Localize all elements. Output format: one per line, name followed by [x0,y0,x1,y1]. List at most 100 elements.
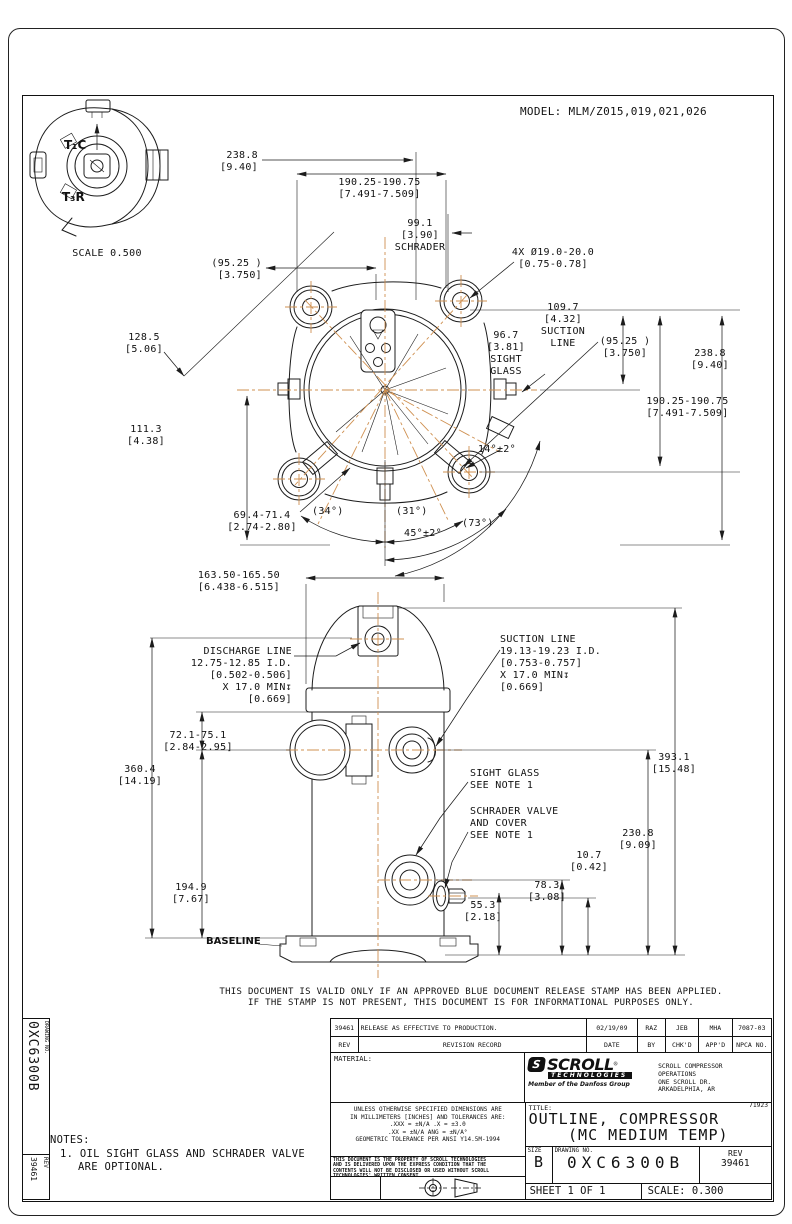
scale-label: SCALE: 0.300 [647,1185,724,1197]
center-spokes [335,333,449,456]
dim-2308: 230.8 [9.09] [619,828,657,851]
size-cell: SIZE B [526,1147,553,1183]
suction-line-label: SUCTION LINE 19.13-19.23 I.D. [0.753-0.7… [500,634,602,693]
scroll-technologies-logo: S SCROLL ® TECHNOLOGIES Member of the Da… [527,1055,656,1101]
strip-drawing-no-label: DRAWING NO. [43,1021,49,1055]
revision-approved: MHA [699,1019,733,1037]
revision-header-row: REV REVISION RECORD DATE BY CHK'D APP'D … [331,1037,772,1053]
dim-163: 163.50-165.50 [6.438-6.515] [197,570,280,593]
company-address: SCROLL COMPRESSOR OPERATIONS ONE SCROLL … [656,1055,768,1109]
sight-glass-label: SIGHT GLASS SEE NOTE 1 [470,768,540,791]
side-strip-rev: 39461 REV [22,1155,50,1200]
title-label: TITLE: [528,1104,553,1112]
dim-34deg: (34°) [312,506,344,517]
rev-value: 39461 [720,1158,750,1169]
dim-238-left: 238.8 [9.40] [220,150,258,173]
header-chkd: CHK'D [665,1037,700,1053]
company-address-lines: SCROLL COMPRESSOR OPERATIONS ONE SCROLL … [658,1062,723,1094]
dim-694: 69.4-71.4 [2.74-2.80] [227,510,297,533]
terminal-box-detail-view [29,99,169,237]
dim-1285: 128.5 [5.06] [125,332,163,355]
page-border [8,28,785,1216]
third-angle-projection-cell [381,1177,525,1199]
revision-checked: JEB [665,1019,700,1037]
note-1-line2: ARE OPTIONAL. [78,1161,165,1173]
dim-553: 55.3 [2.18] [464,900,502,923]
drawing-no-cell: DRAWING NO. 0XC6300B [553,1147,700,1183]
property-note: THIS DOCUMENT IS THE PROPERTY OF SCROLL … [331,1157,525,1179]
dim-190-right: 190.25-190.75 [7.491-7.509] [646,396,729,419]
revision-number: 39461 [331,1019,359,1037]
dim-1097-suction-line: 109.7 [4.32] SUCTION LINE [540,302,586,349]
logo-wordmark: SCROLL [547,1055,614,1074]
header-npca: NPCA NO. [732,1037,772,1053]
release-stamp-disclaimer-line2: IF THE STAMP IS NOT PRESENT, THIS DOCUME… [247,998,695,1008]
header-date: DATE [586,1037,638,1053]
header-rev: REV [331,1037,359,1053]
note-1-line1: 1. OIL SIGHT GLASS AND SCHRADER VALVE [60,1148,305,1160]
terminal-block-top [360,309,396,373]
terminal-t3r-label: T₃R [62,190,85,204]
dim-107: 10.7 [0.42] [570,850,608,873]
revision-date: 02/19/09 [586,1019,638,1037]
scroll-logo-icon: S [527,1057,547,1072]
dim-45deg: 45°±2° [404,528,442,539]
drawing-no-value: 0XC6300B [567,1153,685,1172]
revision-data-row: 39461 RELEASE AS EFFECTIVE TO PRODUCTION… [331,1019,772,1037]
dim-99-schrader: 99.1 [3.90] SCHRADER [394,218,446,253]
revision-npca: 7087-03 [732,1019,772,1037]
discharge-line-label: DISCHARGE LINE 12.75-12.85 I.D. [0.502-0… [190,646,292,705]
rev-cell: REV 39461 [700,1147,771,1183]
drawing-title-line2: (MC MEDIUM TEMP) [568,1125,729,1144]
header-appd: APP'D [699,1037,733,1053]
logo-member-line: Member of the Danfoss Group [528,1081,630,1088]
dim-1113: 111.3 [4.38] [127,424,165,447]
header-by: BY [637,1037,666,1053]
dim-9525-right: (95.25 ) [3.750] [599,336,651,359]
company-cell: S SCROLL ® TECHNOLOGIES Member of the Da… [525,1053,771,1109]
company-zip: 71923 [749,1102,768,1110]
release-stamp-disclaimer-line1: THIS DOCUMENT IS VALID ONLY IF AN APPROV… [219,987,723,997]
dim-783: 78.3 [3.08] [528,880,566,903]
top-view-dimensions [163,152,740,577]
strip-rev-value: 39461 [29,1157,38,1182]
sheet-label: SHEET 1 OF 1 [526,1184,642,1199]
dim-73deg: (73°) [462,518,494,529]
third-angle-projection-icon [418,1178,483,1198]
tolerance-note: UNLESS OTHERWISE SPECIFIED DIMENSIONS AR… [331,1103,525,1157]
drawing-frame [22,95,774,1202]
registered-mark: ® [613,1061,618,1068]
drawing-no-label: DRAWING NO. [554,1148,593,1154]
size-label: SIZE [527,1148,542,1154]
dim-238-right: 238.8 [9.40] [691,348,729,371]
dim-3604: 360.4 [14.19] [117,764,163,787]
dim-9525-left: (95.25 ) [3.750] [211,258,262,281]
dim-mounting-holes: 4X Ø19.0-20.0 [0.75-0.78] [511,247,595,270]
compressor-side-view [145,575,685,978]
dim-721: 72.1-75.1 [2.84-2.95] [163,730,233,753]
side-strip-drawing-no: 0XC6300B DRAWING NO. [22,1018,50,1155]
model-label: MODEL: MLM/Z015,019,021,026 [520,105,707,118]
schrader-valve-label: SCHRADER VALVE AND COVER SEE NOTE 1 [470,806,559,841]
rev-label: REV [728,1149,743,1158]
strip-rev-label: REV [42,1157,49,1168]
drawing-title-line1: OUTLINE, COMPRESSOR [528,1110,720,1128]
terminal-t1c-label: T₁C [64,138,87,152]
baseline-label: BASELINE [206,936,261,947]
detail-scale-label: SCALE 0.500 [72,248,142,259]
side-view-dimensions [145,575,685,956]
header-revision-record: REVISION RECORD [358,1037,587,1053]
dim-14deg: 14°±2° [478,444,516,455]
side-view-centerlines [286,592,478,978]
empty-cell [331,1177,381,1199]
dim-31deg: (31°) [396,506,428,517]
size-value: B [534,1153,544,1171]
strip-drawing-no-value: 0XC6300B [25,1021,40,1092]
dim-3931: 393.1 [15.48] [651,752,697,775]
notes-title: NOTES: [50,1134,90,1146]
dim-967-sight-glass: 96.7 [3.81] SIGHT GLASS [487,330,525,377]
material-label: MATERIAL: [331,1053,526,1102]
revision-by: RAZ [637,1019,666,1037]
